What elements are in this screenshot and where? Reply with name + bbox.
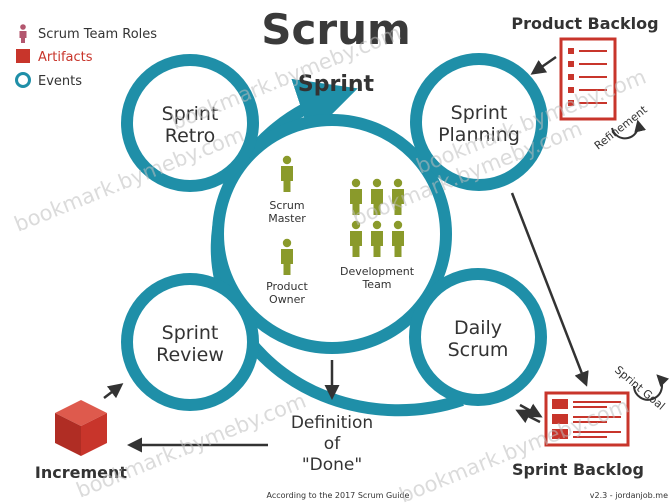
planning-to-sprint-backlog-arrow	[510, 192, 589, 387]
footer-source: According to the 2017 Scrum Guide	[267, 491, 410, 500]
sprint-backlog-label: Sprint Backlog	[512, 460, 644, 479]
dod-line2: of	[324, 434, 341, 454]
legend-artifacts-label: Artifacts	[38, 50, 93, 65]
daily-scrum-line1: Daily	[454, 317, 502, 339]
sprint-planning-line1: Sprint	[451, 102, 508, 124]
legend-role-icon	[19, 24, 27, 43]
footer-version: v2.3 - jordanjob.me	[590, 491, 668, 500]
sprint-review-line1: Sprint	[162, 322, 219, 344]
sprint-retro-line2: Retro	[165, 125, 216, 147]
development-team-line1: Development	[340, 265, 415, 278]
scrum-master-role: Scrum Master	[268, 155, 306, 225]
dod-line1: Definition	[291, 413, 373, 433]
backlog-to-planning-arrow	[530, 55, 557, 75]
sprint-review-event: Sprint Review	[121, 273, 259, 411]
daily-scrum-event: Daily Scrum	[409, 268, 547, 406]
scrum-master-line1: Scrum	[269, 199, 304, 212]
product-owner-role: Product Owner	[266, 238, 309, 306]
sprint-planning-event: Sprint Planning	[410, 53, 548, 191]
development-team-line2: Team	[361, 278, 391, 291]
legend-events-label: Events	[38, 74, 82, 89]
dod-line3: "Done"	[302, 455, 362, 475]
scrum-team-circle	[212, 114, 452, 354]
sprint-retro-event: Sprint Retro	[121, 54, 259, 192]
daily-scrum-backlog-link	[515, 403, 543, 424]
sprint-label: Sprint	[298, 72, 375, 97]
sprint-backlog-icon	[544, 391, 630, 447]
sprint-planning-line2: Planning	[438, 124, 520, 146]
development-team-role: Development Team	[340, 178, 415, 291]
daily-scrum-line2: Scrum	[448, 339, 509, 361]
product-owner-line2: Owner	[269, 293, 305, 306]
sprint-retro-line1: Sprint	[162, 103, 219, 125]
legend: Scrum Team Roles Artifacts Events	[15, 24, 157, 89]
legend-artifact-icon	[16, 49, 30, 63]
sprint-review-line2: Review	[156, 344, 224, 366]
increment-cube-icon	[55, 400, 107, 456]
scrum-master-line2: Master	[268, 212, 306, 225]
diagram-title: Scrum	[261, 5, 411, 54]
legend-event-icon	[15, 72, 31, 88]
increment-label: Increment	[35, 463, 127, 482]
product-backlog-icon	[559, 37, 617, 121]
product-owner-line1: Product	[266, 280, 308, 293]
increment-to-review-arrow	[103, 383, 124, 399]
product-backlog-label: Product Backlog	[511, 14, 658, 33]
legend-roles-label: Scrum Team Roles	[38, 27, 157, 42]
